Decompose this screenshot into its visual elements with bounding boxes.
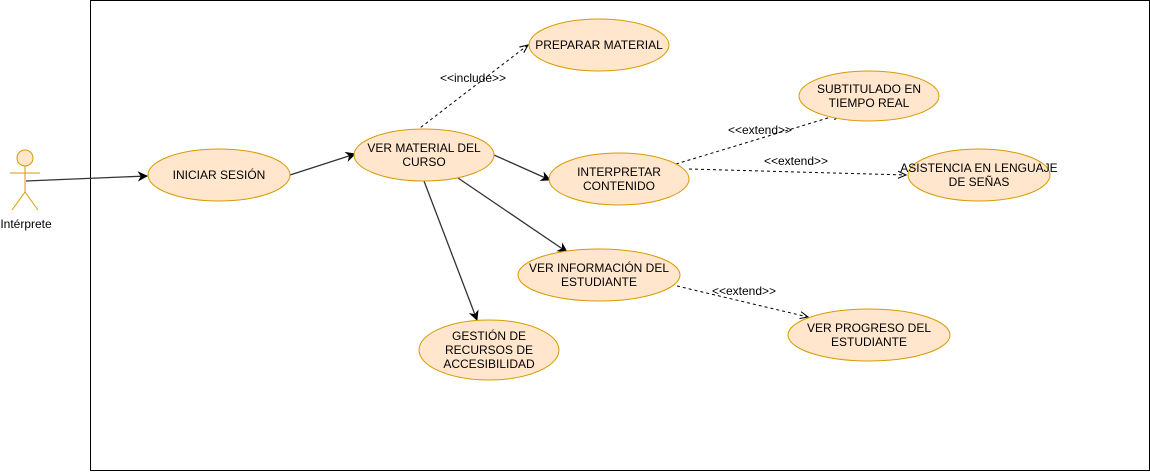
use-case-label-line: INTERPRETAR	[577, 165, 661, 179]
association-arrow-iniciar-to-ver_material[interactable]	[289, 151, 356, 176]
use-case-label-line: VER INFORMACIÓN DEL	[529, 260, 669, 275]
stereotype-label-ver_material-to-preparar: <<include>>	[440, 71, 506, 85]
use-case-label-line: ASISTENCIA EN LENGUAJE	[900, 161, 1057, 175]
system-boundary	[90, 0, 1150, 471]
actor-interprete[interactable]: Intérprete	[0, 149, 52, 231]
use-case-ellipse	[548, 152, 690, 206]
association-arrow-ver_material-to-ver_info[interactable]	[457, 177, 568, 253]
use-case-ellipse	[798, 70, 940, 122]
use-case-label-line: PREPARAR MATERIAL	[535, 38, 663, 52]
dependency-arrow-ver_info-to-ver_progreso[interactable]	[676, 285, 808, 317]
use-case-label-line: ACCESIBILIDAD	[443, 357, 535, 371]
use-case-ellipse	[907, 148, 1051, 202]
association-arrow-actor-to-iniciar[interactable]	[25, 171, 149, 182]
use-case-label-line: CONTENIDO	[583, 179, 655, 193]
use-case-label-line: SUBTITULADO EN	[817, 82, 921, 96]
use-case-label-line: VER MATERIAL DEL	[367, 141, 481, 155]
dependency-arrow-interpretar-to-subtitulado[interactable]	[675, 114, 841, 165]
stick-figure-actor-icon	[10, 149, 40, 211]
use-case-label-line: VER PROGRESO DEL	[807, 321, 931, 335]
association-arrow-ver_material-to-gestion[interactable]	[423, 180, 479, 321]
use-case-ellipse	[147, 148, 291, 202]
use-case-label-line: ESTUDIANTE	[831, 335, 907, 349]
use-case-ellipse	[418, 319, 560, 381]
use-case-label-line: CURSO	[402, 155, 445, 169]
association-arrow-ver_material-to-interpretar[interactable]	[493, 154, 551, 181]
use-case-ellipse	[787, 308, 951, 362]
stereotype-label-interpretar-to-subtitulado: <<extend>>	[728, 123, 792, 137]
dependency-arrow-interpretar-to-asistencia[interactable]	[688, 168, 906, 175]
use-case-ellipse	[353, 128, 495, 182]
stereotype-label-interpretar-to-asistencia: <<extend>>	[764, 154, 828, 168]
actor-name: Intérprete	[0, 217, 52, 231]
use-case-ellipse	[517, 248, 681, 302]
use-case-iniciar[interactable]: INICIAR SESIÓN	[147, 148, 291, 202]
use-case-label-line: INICIAR SESIÓN	[173, 167, 266, 182]
use-case-label-line: DE SEÑAS	[949, 175, 1010, 189]
relations-layer: <<include>> <<extend>> <<extend>> <<extend>…	[25, 45, 906, 321]
use-case-preparar[interactable]: PREPARAR MATERIAL	[528, 18, 670, 72]
use-case-ellipse	[528, 18, 670, 72]
use-case-label-line: RECURSOS DE	[445, 343, 533, 357]
use-case-label-line: TIEMPO REAL	[829, 96, 910, 110]
use-case-label-line: ESTUDIANTE	[561, 275, 637, 289]
stereotype-label-ver_info-to-ver_progreso: <<extend>>	[712, 284, 776, 298]
use-case-label-line: GESTIÓN DE	[452, 328, 526, 343]
